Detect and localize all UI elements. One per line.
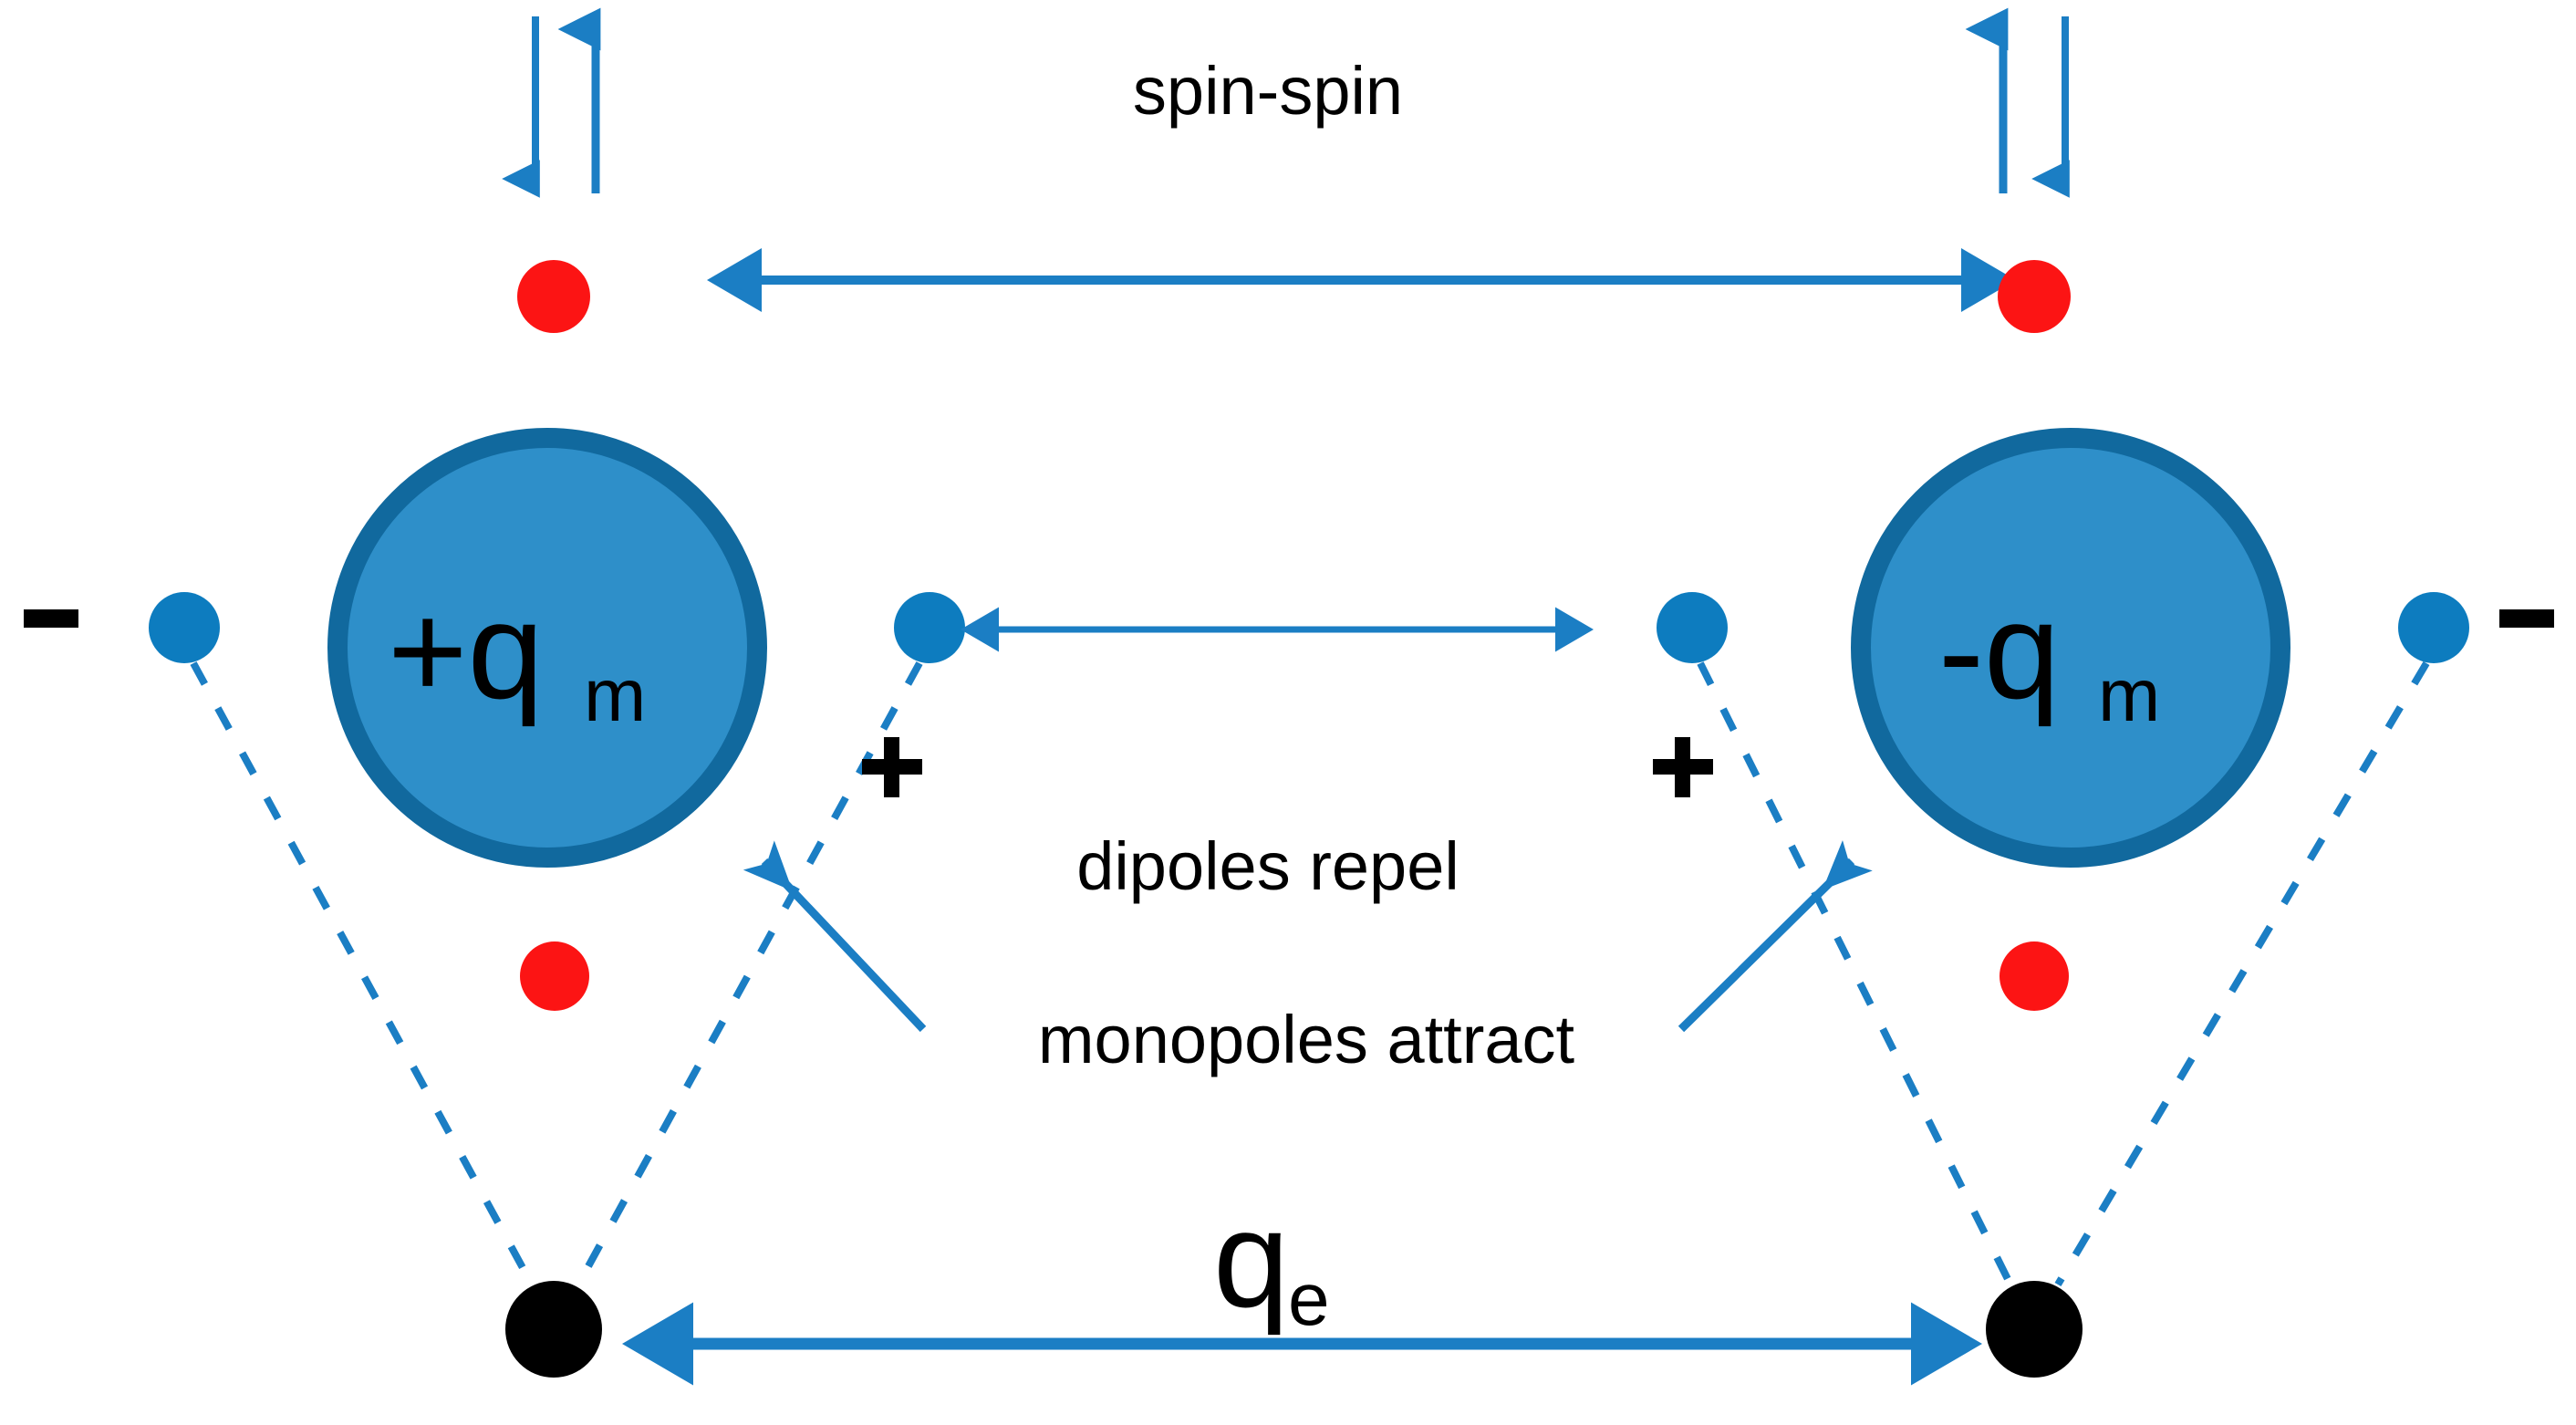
dashed-line-left-outer [190,661,535,1286]
red-dot-bottom-right [2000,941,2069,1011]
red-dot-top-right [1998,260,2071,333]
black-charge-dot-left [505,1281,602,1378]
black-charge-dot-right [1986,1281,2083,1378]
red-dot-top-left [517,260,590,333]
red-dot-bottom-left [520,941,589,1011]
blue-dot-outer-left [149,592,220,663]
monopole-label-right-group: -q m [1938,574,2160,737]
monopoles-attract-pointer-left [743,840,927,1033]
monopoles-attract-label: monopoles attract [1038,1002,1575,1077]
minus-sign-right [2499,609,2554,628]
electric-charge-subscript: e [1288,1258,1330,1341]
monopole-sphere-left [327,428,767,868]
blue-dot-outer-right [2398,592,2469,663]
dashed-line-right-outer [2054,660,2430,1287]
plus-sign-left [862,737,922,797]
spin-spin-label: spin-spin [1133,53,1403,129]
spin-arrow-pair-right [1965,7,2070,198]
plus-sign-right [1653,737,1713,797]
dipoles-repel-label: dipoles repel [1076,828,1459,904]
monopole-label-left-group: +q m [388,574,646,737]
spin-arrow-pair-left [502,7,601,198]
minus-sign-left [24,609,78,628]
blue-dot-inner-right [1657,592,1728,663]
blue-dot-inner-left [894,592,965,663]
electric-charge-label-group: q e [1213,1182,1330,1341]
dashed-line-right-inner [1697,661,2014,1286]
monopole-label-right: -q [1938,574,2060,727]
monopole-subscript-left: m [584,654,646,737]
monopole-sphere-right [1851,428,2290,868]
monopole-label-left: +q [388,574,544,727]
monopoles-attract-pointer-right [1678,840,1873,1033]
electric-charge-label: q [1213,1182,1289,1336]
monopole-subscript-right: m [2098,654,2160,737]
